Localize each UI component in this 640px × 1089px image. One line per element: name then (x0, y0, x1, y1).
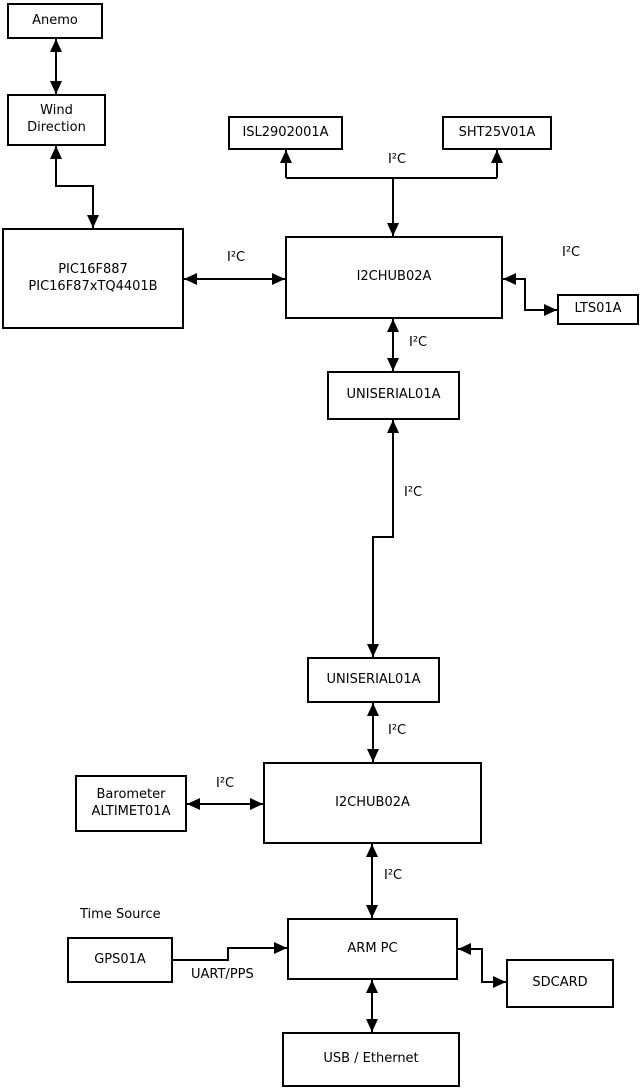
box-sdcard: SDCARD (506, 959, 614, 1008)
box-sht25v01a-label: SHT25V01A (458, 124, 536, 140)
box-anemo-label: Anemo (32, 12, 78, 28)
box-i2chub02a-2: I2CHUB02A (263, 762, 482, 844)
box-isl2902001a-label: ISL2902001A (242, 124, 329, 140)
box-wind-direction: Wind Direction (7, 94, 106, 146)
box-pic: PIC16F887 PIC16F87xTQ4401B (2, 228, 184, 329)
box-usb-ethernet-label: USB / Ethernet (323, 1051, 419, 1067)
box-arm-pc: ARM PC (287, 918, 458, 980)
box-gps01a: GPS01A (67, 937, 173, 983)
box-wind-direction-label-line1: Wind (40, 103, 73, 119)
box-pic-label-line2: PIC16F87xTQ4401B (28, 278, 158, 294)
box-isl2902001a: ISL2902001A (228, 116, 343, 150)
edge-label-i2c-sensors: I²C (388, 152, 407, 167)
box-lts01a-label: LTS01A (574, 301, 622, 317)
box-uniserial01a-2-label: UNISERIAL01A (326, 671, 421, 687)
edge-uniserial1-uniserial2 (367, 420, 399, 657)
box-uniserial01a-1-label: UNISERIAL01A (346, 387, 441, 403)
box-sht25v01a: SHT25V01A (442, 116, 552, 150)
edge-label-i2c-pic: I²C (227, 250, 246, 265)
edge-wind-pic (50, 146, 99, 228)
label-uart-pps: UART/PPS (191, 967, 254, 982)
edge-label-i2c-hub2-armpc: I²C (384, 868, 403, 883)
box-lts01a: LTS01A (557, 294, 639, 325)
edge-label-i2c-lts: I²C (562, 245, 581, 260)
box-barometer-label-line2: ALTIMET01A (91, 803, 171, 819)
box-sdcard-label: SDCARD (532, 975, 588, 991)
box-uniserial01a-2: UNISERIAL01A (307, 657, 440, 703)
edge-label-i2c-hub1-uniserial1: I²C (409, 335, 428, 350)
edge-label-i2c-barometer: I²C (216, 776, 235, 791)
label-time-source: Time Source (80, 907, 161, 922)
box-usb-ethernet: USB / Ethernet (282, 1032, 460, 1087)
box-i2chub02a-1-label: I2CHUB02A (356, 269, 432, 285)
edge-label-i2c-uniserial-link: I²C (404, 485, 423, 500)
edge-label-i2c-uniserial2-hub2: I²C (388, 723, 407, 738)
box-barometer-label-line1: Barometer (96, 786, 166, 802)
box-pic-label-line1: PIC16F887 (58, 261, 128, 277)
box-arm-pc-label: ARM PC (347, 940, 398, 956)
box-anemo: Anemo (7, 3, 103, 39)
box-barometer: Barometer ALTIMET01A (75, 775, 187, 832)
edge-hub1-lts (503, 273, 557, 316)
box-i2chub02a-2-label: I2CHUB02A (335, 794, 410, 810)
edge-gps-armpc (173, 942, 287, 961)
box-gps01a-label: GPS01A (94, 951, 146, 967)
edge-armpc-sdcard (458, 943, 506, 988)
box-uniserial01a-1: UNISERIAL01A (327, 371, 460, 420)
box-wind-direction-label-line2: Direction (27, 120, 86, 135)
box-i2chub02a-1: I2CHUB02A (285, 236, 503, 319)
